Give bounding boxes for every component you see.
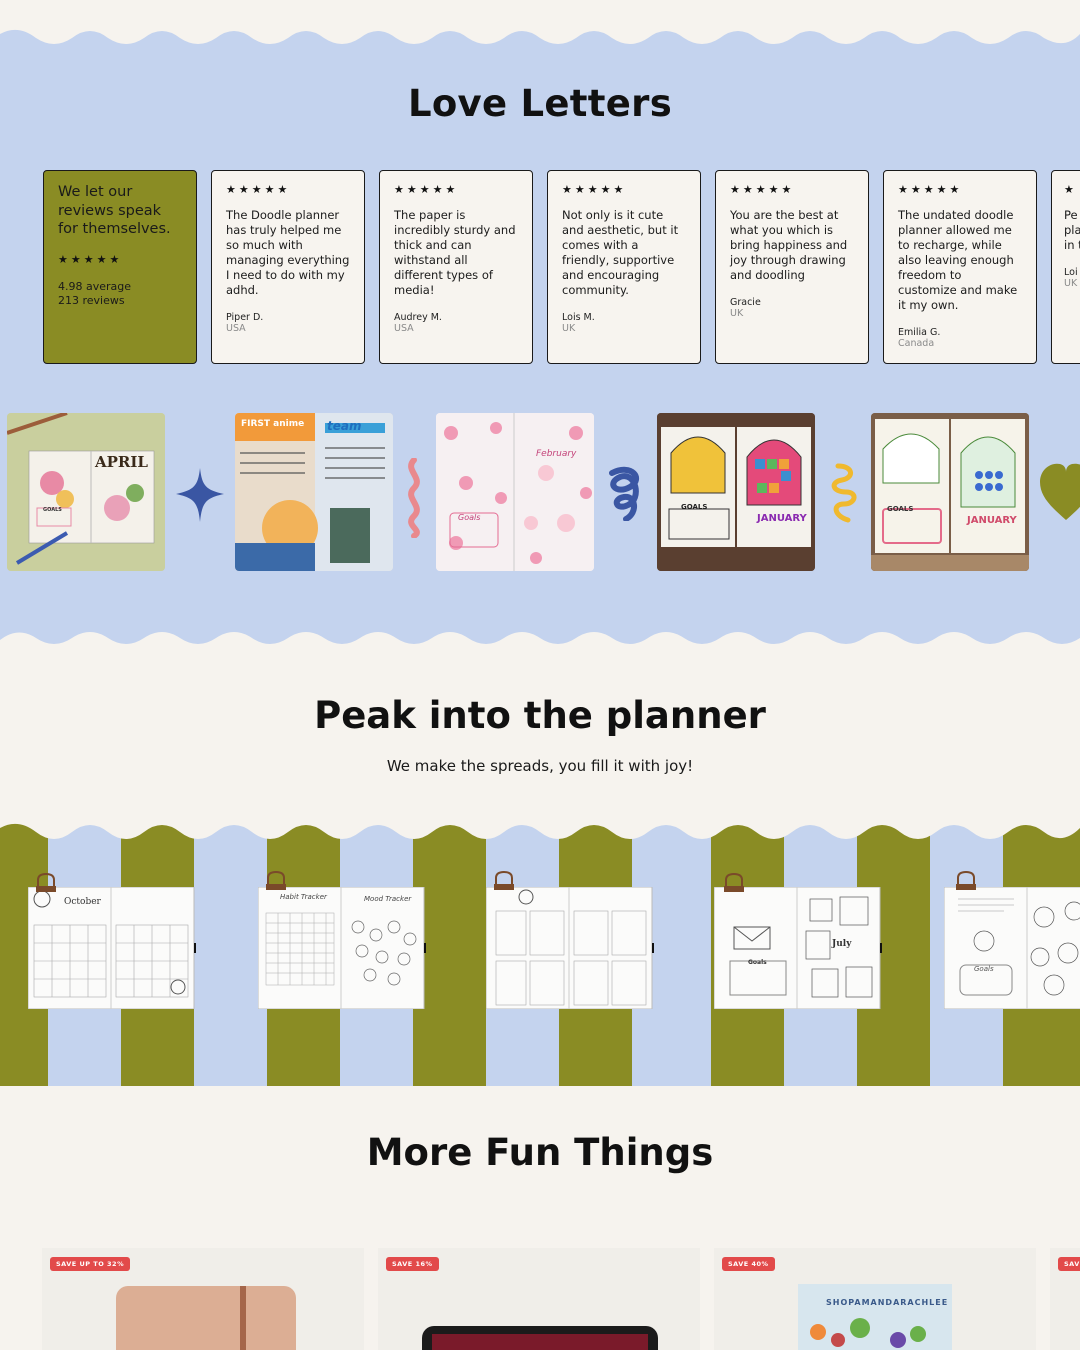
photo-caption: February bbox=[536, 449, 577, 459]
rating-stars: ★★★★★ bbox=[898, 183, 963, 196]
binder-clip-icon bbox=[494, 870, 514, 890]
reviewer-country: UK bbox=[562, 323, 576, 334]
customer-photo[interactable]: APRIL GOALS bbox=[7, 413, 165, 571]
love-letters-title: Love Letters bbox=[407, 82, 673, 125]
rating-stars: ★ bbox=[1064, 183, 1077, 196]
spread-label: October bbox=[64, 897, 101, 907]
reviewer-name: Emilia G. bbox=[898, 327, 941, 338]
heart-decoration bbox=[1040, 463, 1080, 520]
sale-badge: SAVE bbox=[1058, 1257, 1080, 1271]
peak-section-subtitle: We make the spreads, you fill it with jo… bbox=[386, 757, 694, 775]
product-card-partial[interactable]: SAVE bbox=[1050, 1248, 1080, 1350]
review-card-partial: ★ Pe pla in t Loi UK bbox=[1051, 170, 1080, 364]
summary-stars: ★★★★★ bbox=[58, 252, 123, 266]
review-card: ★★★★★ The Doodle planner has truly helpe… bbox=[211, 170, 365, 364]
top-wave-divider bbox=[0, 0, 1080, 44]
wave-squiggle-decoration bbox=[408, 458, 420, 538]
reviews-summary-card: We let our reviews speak for themselves.… bbox=[43, 170, 197, 364]
customer-photo[interactable]: JANUARY GOALS bbox=[871, 413, 1029, 571]
summary-headline: We let our reviews speak for themselves. bbox=[58, 184, 171, 237]
reviewer-country: USA bbox=[394, 323, 414, 334]
photo-subcaption: Goals bbox=[458, 513, 481, 522]
spring-squiggle-decoration bbox=[831, 463, 857, 523]
binder-clip-icon bbox=[956, 870, 976, 890]
review-count: 213 reviews bbox=[58, 293, 125, 307]
reviewer-name: Audrey M. bbox=[394, 312, 442, 323]
binder-clip-icon bbox=[266, 870, 286, 890]
reviewer-country: UK bbox=[730, 308, 744, 319]
sale-badge: SAVE UP TO 32% bbox=[50, 1257, 131, 1271]
reviewer-country: UK bbox=[1064, 278, 1078, 289]
reviewer-name: Loi bbox=[1064, 267, 1078, 278]
photo-caption: JANUARY bbox=[757, 513, 807, 524]
review-card: ★★★★★ Not only is it cute and aesthetic,… bbox=[547, 170, 701, 364]
customer-photo[interactable]: February Goals bbox=[436, 413, 594, 571]
photo-caption: JANUARY bbox=[967, 515, 1017, 526]
review-quote: The paper is incredibly sturdy and thick… bbox=[394, 208, 516, 297]
binder-clip-icon bbox=[724, 872, 744, 892]
average-rating: 4.98 average bbox=[58, 279, 132, 293]
planner-spread[interactable]: October bbox=[27, 886, 200, 1010]
rating-stars: ★★★★★ bbox=[730, 183, 795, 196]
coil-squiggle-decoration bbox=[609, 466, 639, 521]
spread-label-right: July bbox=[832, 939, 852, 949]
photo-subcaption: team bbox=[327, 419, 362, 433]
reviewer-country: Canada bbox=[898, 338, 935, 349]
product-caption: SHOPAMANDARACHLEE bbox=[826, 1298, 949, 1307]
spread-label: Goals bbox=[748, 959, 767, 966]
peak-section-title: Peak into the planner bbox=[314, 694, 766, 737]
customer-photo[interactable]: FIRST anime team bbox=[235, 413, 393, 571]
product-card[interactable]: SAVE 40% SHOPAMANDARACHLEE bbox=[714, 1248, 1036, 1350]
reviewer-name: Piper D. bbox=[226, 312, 264, 323]
planner-spread[interactable] bbox=[485, 886, 658, 1010]
photo-subcaption: GOALS bbox=[887, 505, 914, 513]
reviewer-name: Gracie bbox=[730, 297, 761, 308]
sale-badge: SAVE 16% bbox=[386, 1257, 439, 1271]
love-letters-section: Love Letters We let our reviews speak fo… bbox=[0, 0, 1080, 660]
bottom-wave-divider bbox=[0, 632, 1080, 660]
spread-label: Goals bbox=[974, 965, 994, 973]
review-card: ★★★★★ The undated doodle planner allowed… bbox=[883, 170, 1037, 364]
binder-clip-icon bbox=[36, 872, 56, 892]
review-quote: You are the best at what you which is br… bbox=[730, 208, 848, 282]
photo-caption: FIRST anime bbox=[241, 419, 305, 429]
rating-stars: ★★★★★ bbox=[226, 183, 291, 196]
reviewer-name: Lois M. bbox=[562, 312, 595, 323]
review-card: ★★★★★ You are the best at what you which… bbox=[715, 170, 869, 364]
more-fun-things-title: More Fun Things bbox=[366, 1131, 714, 1174]
reviewer-country: USA bbox=[226, 323, 246, 334]
planner-spread[interactable]: Habit Tracker Mood Tracker bbox=[257, 886, 430, 1010]
review-quote: Not only is it cute and aesthetic, but i… bbox=[562, 208, 679, 297]
photo-caption: APRIL bbox=[95, 453, 148, 471]
product-card[interactable]: SAVE UP TO 32% bbox=[42, 1248, 364, 1350]
customer-photo[interactable]: JANUARY GOALS bbox=[657, 413, 815, 571]
review-quote: The undated doodle planner allowed me to… bbox=[898, 208, 1018, 312]
rating-stars: ★★★★★ bbox=[394, 183, 459, 196]
review-quote: The Doodle planner has truly helped me s… bbox=[226, 208, 350, 297]
review-card: ★★★★★ The paper is incredibly sturdy and… bbox=[379, 170, 533, 364]
review-quote: Pe pla in t bbox=[1064, 208, 1080, 252]
sale-badge: SAVE 40% bbox=[722, 1257, 775, 1271]
spread-label-right: Mood Tracker bbox=[364, 895, 412, 903]
planner-spread[interactable]: Goals bbox=[944, 887, 1080, 1009]
sparkle-decoration bbox=[176, 468, 224, 522]
spread-label: Habit Tracker bbox=[280, 893, 327, 901]
photo-subcaption: GOALS bbox=[43, 507, 62, 513]
product-card[interactable]: SAVE 16% bbox=[378, 1248, 700, 1350]
photo-subcaption: GOALS bbox=[681, 503, 708, 511]
planner-spread[interactable]: Goals July bbox=[713, 886, 886, 1010]
rating-stars: ★★★★★ bbox=[562, 183, 627, 196]
